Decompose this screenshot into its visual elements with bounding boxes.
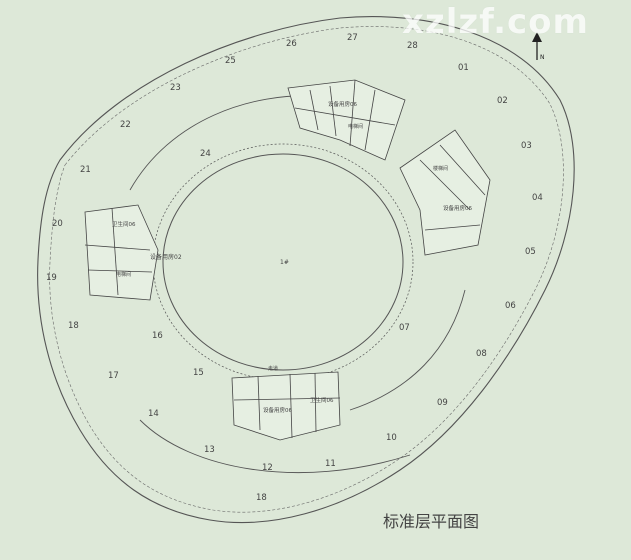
zone-number: 18 xyxy=(68,321,79,331)
atrium-void xyxy=(162,153,404,371)
core-label-south: 设备用房06 xyxy=(263,406,292,414)
zone-number: 09 xyxy=(437,398,448,408)
zone-number: 17 xyxy=(108,371,119,381)
core-label-north: 设备用房06 xyxy=(328,100,357,108)
outer-facade xyxy=(49,26,564,513)
zone-number: 03 xyxy=(521,141,532,151)
zone-number: 02 xyxy=(497,96,508,106)
zone-number: 14 xyxy=(148,409,159,419)
north-arrow: N xyxy=(531,32,547,66)
core-label-south-b: 卫生间06 xyxy=(310,396,334,404)
zone-number: 06 xyxy=(505,301,516,311)
zone-number: 10 xyxy=(386,433,397,443)
zone-number: 12 xyxy=(262,463,273,473)
zone-labels: 26 27 28 01 02 03 04 05 06 07 08 09 10 11 12 13 14 15 16 17… xyxy=(46,33,543,503)
core-label-north-b: 电梯间 xyxy=(348,123,363,130)
core-label-west-c: 电梯间 xyxy=(116,271,131,278)
core-label-south-c: 走道 xyxy=(268,365,278,372)
zone-number: 16 xyxy=(152,331,163,341)
zone-number: 24 xyxy=(200,149,211,159)
north-label: N xyxy=(540,54,545,61)
plan-caption: 标准层平面图 xyxy=(383,512,480,531)
zone-number: 22 xyxy=(120,120,131,130)
zone-number: 13 xyxy=(204,445,215,455)
zone-number: 15 xyxy=(193,368,204,378)
core-west xyxy=(84,204,159,301)
corridor-arc-south xyxy=(139,419,411,474)
zone-number: 18 xyxy=(256,493,267,503)
zone-number: 01 xyxy=(458,63,469,73)
north-arrow-icon xyxy=(532,32,542,42)
zone-number: 27 xyxy=(347,33,358,43)
core-label-east-b: 楼梯间 xyxy=(433,165,448,172)
zone-number: 28 xyxy=(407,41,418,51)
core-north xyxy=(287,79,406,161)
zone-number: 21 xyxy=(80,165,91,175)
zone-number: 05 xyxy=(525,247,536,257)
watermark: xzlzf.com xyxy=(402,2,589,42)
zone-number: 20 xyxy=(52,219,63,229)
zone-number: 26 xyxy=(286,39,297,49)
core-label-west: 卫生间06 xyxy=(112,220,136,228)
outer-boundary xyxy=(37,16,575,524)
zone-number: 08 xyxy=(476,349,487,359)
zone-number: 11 xyxy=(325,459,336,469)
core-label-east: 设备用房06 xyxy=(443,204,472,212)
corridor-arc-north xyxy=(129,95,321,191)
corridor-arc-east xyxy=(349,289,466,411)
core-south xyxy=(231,371,341,441)
core-label-west-b: 设备用房02 xyxy=(150,253,182,261)
zone-number: 23 xyxy=(170,83,181,93)
zone-number: 04 xyxy=(532,193,543,203)
zone-number: 25 xyxy=(225,56,236,66)
zone-number: 19 xyxy=(46,273,57,283)
zone-number: 07 xyxy=(399,323,410,333)
center-label: 1# xyxy=(280,259,289,266)
core-east xyxy=(399,129,491,256)
